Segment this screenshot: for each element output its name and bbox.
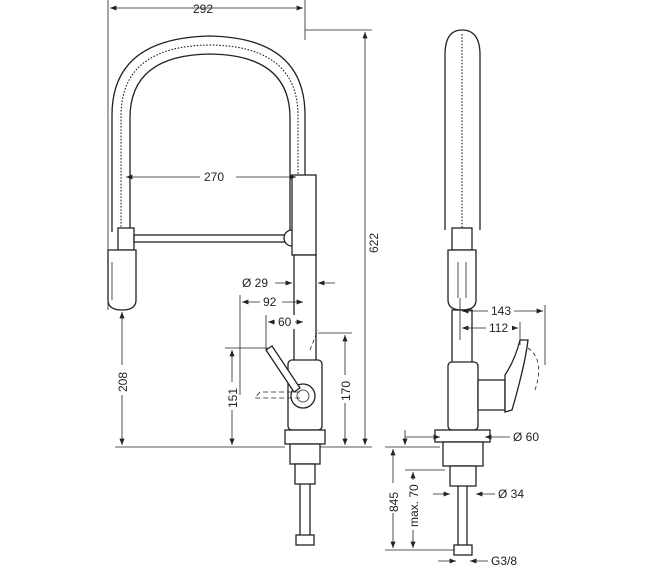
dim-lever-offset: 60 [278, 315, 292, 329]
dim-base-diameter: Ø 60 [513, 430, 539, 444]
spring-coil [111, 35, 306, 232]
mounting-nut [289, 443, 321, 465]
side-spray-head [447, 249, 477, 311]
side-spray-collar [451, 227, 473, 251]
dim-overall-width: 292 [193, 2, 213, 16]
dim-overall-height: 622 [367, 233, 381, 253]
side-base [434, 429, 491, 443]
side-body [447, 361, 479, 431]
side-nut [442, 441, 484, 467]
side-valve [477, 379, 506, 411]
side-view [434, 29, 540, 556]
front-dimensions: 292 270 622 208 151 170 Ø 29 92 60 [107, 0, 381, 448]
side-shank [449, 465, 477, 487]
front-view [107, 35, 326, 546]
dim-side-lever-offset: 112 [489, 321, 508, 335]
dim-column-diameter: Ø 29 [242, 276, 268, 290]
spray-head [107, 249, 137, 311]
lever [265, 345, 301, 393]
side-dimensions: 143 112 Ø 60 Ø 34 845 max. 70 G3/8 [383, 298, 546, 568]
dim-spray-reach: 270 [204, 170, 224, 184]
dim-connection-thread: G3/8 [491, 554, 517, 568]
dim-outlet-height: 170 [339, 381, 353, 401]
dim-lever-height: 151 [226, 388, 240, 408]
base-escutcheon [284, 429, 326, 445]
dim-spray-head-height: 208 [116, 372, 130, 392]
side-lever [504, 339, 529, 413]
holder-arm [133, 234, 287, 243]
dim-hose-length: 845 [387, 492, 401, 512]
dim-shank-diameter: Ø 34 [498, 487, 524, 501]
hose-connector [295, 534, 315, 546]
spray-head-collar [117, 227, 135, 251]
column-upper [291, 174, 317, 256]
dim-side-lever-reach: 143 [491, 304, 511, 318]
side-column [451, 309, 473, 366]
dim-max-counter-thickness: max. 70 [407, 484, 421, 527]
column [293, 254, 317, 366]
dim-spout-reach: 92 [263, 295, 277, 309]
shank [294, 463, 316, 485]
side-hose-connector [453, 544, 473, 556]
